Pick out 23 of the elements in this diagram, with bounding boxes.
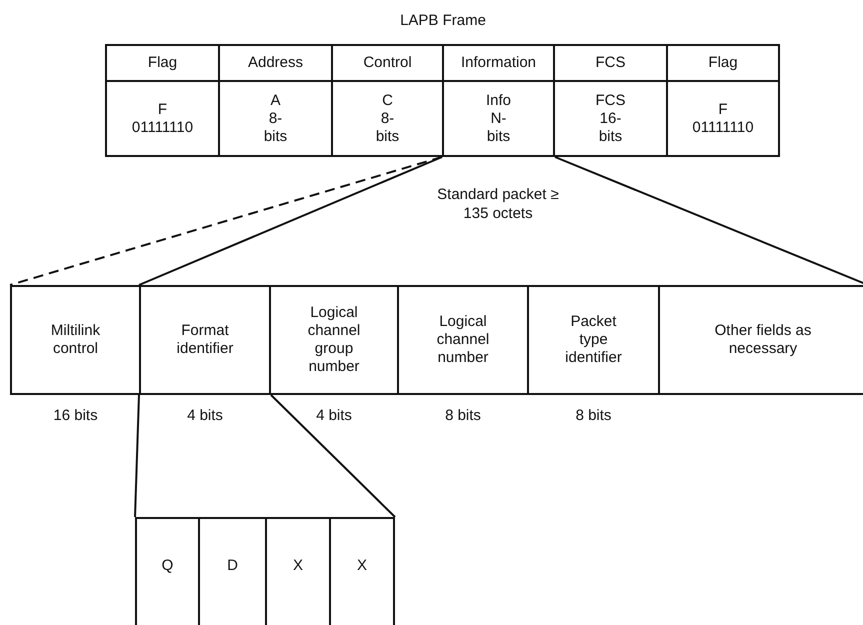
expansion-line [138,156,442,286]
bit-width-label: 8 bits [574,407,612,426]
field-cell: F 01111110 [105,80,220,157]
expansion-line [134,394,140,518]
field-cell: Flag [105,44,220,82]
field-cell: F 01111110 [666,80,780,157]
field-cell: Format identifier [139,285,271,395]
bit-width-label: 4 bits [186,407,224,426]
bit-width-label: 8 bits [444,407,482,426]
note-text: Standard packet ≥ 135 octets [436,186,560,224]
field-cell: Q [135,517,200,625]
bit-width-label: 4 bits [315,407,353,426]
diagram-title: LAPB Frame [399,12,487,31]
field-cell: X [329,517,395,625]
field-cell: Packet type identifier [527,285,660,395]
field-cell: Flag [666,44,780,82]
field-cell: Logical channel number [397,285,529,395]
field-cell: Logical channel group number [269,285,399,395]
expansion-line [554,156,863,286]
bit-width-label: 16 bits [52,407,99,426]
expansion-line [270,394,396,518]
field-cell: Other fields as necessary [658,285,863,395]
field-cell: Miltilink control [10,285,141,395]
